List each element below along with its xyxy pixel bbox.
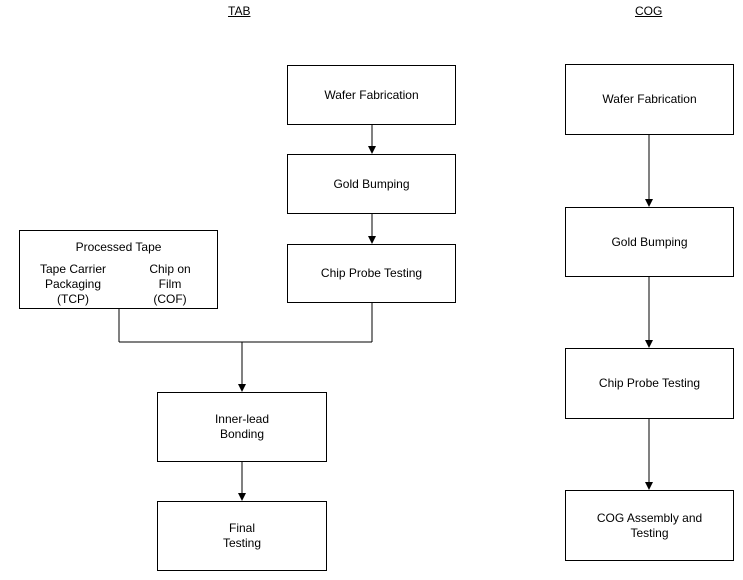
cog-assembly-testing-box: COG Assembly and Testing xyxy=(565,490,734,561)
cog-chip-probe-testing-label: Chip Probe Testing xyxy=(598,376,701,390)
tab-gold-bumping-box: Gold Bumping xyxy=(287,154,456,214)
tab-wafer-fabrication-box: Wafer Fabrication xyxy=(287,65,456,125)
final-testing-box: Final Testing xyxy=(157,501,327,571)
cog-gold-bumping-box: Gold Bumping xyxy=(565,207,734,277)
inner-lead-bonding-box: Inner-lead Bonding xyxy=(157,392,327,462)
tab-column-title: TAB xyxy=(228,4,251,18)
cog-gold-bumping-label: Gold Bumping xyxy=(611,234,688,249)
chip-on-film-label: Chip on Film (COF) xyxy=(149,262,191,306)
cog-assembly-testing-label: COG Assembly and Testing xyxy=(596,510,703,540)
tape-carrier-packaging-label: Tape Carrier Packaging (TCP) xyxy=(39,262,107,306)
inner-lead-bonding-label: Inner-lead Bonding xyxy=(214,412,270,441)
tab-chip-probe-testing-box: Chip Probe Testing xyxy=(287,244,456,303)
cog-chip-probe-testing-box: Chip Probe Testing xyxy=(565,348,734,419)
cog-wafer-fabrication-label: Wafer Fabrication xyxy=(602,92,697,106)
processed-tape-box: Processed Tape Tape Carrier Packaging (T… xyxy=(19,230,218,309)
tab-gold-bumping-label: Gold Bumping xyxy=(333,176,410,191)
cog-wafer-fabrication-box: Wafer Fabrication xyxy=(565,64,734,135)
final-testing-label: Final Testing xyxy=(222,521,262,550)
cog-column-title: COG xyxy=(635,4,663,18)
tab-wafer-fabrication-label: Wafer Fabrication xyxy=(324,87,419,102)
processed-tape-title: Processed Tape xyxy=(75,240,162,254)
tab-chip-probe-testing-label: Chip Probe Testing xyxy=(320,266,423,280)
